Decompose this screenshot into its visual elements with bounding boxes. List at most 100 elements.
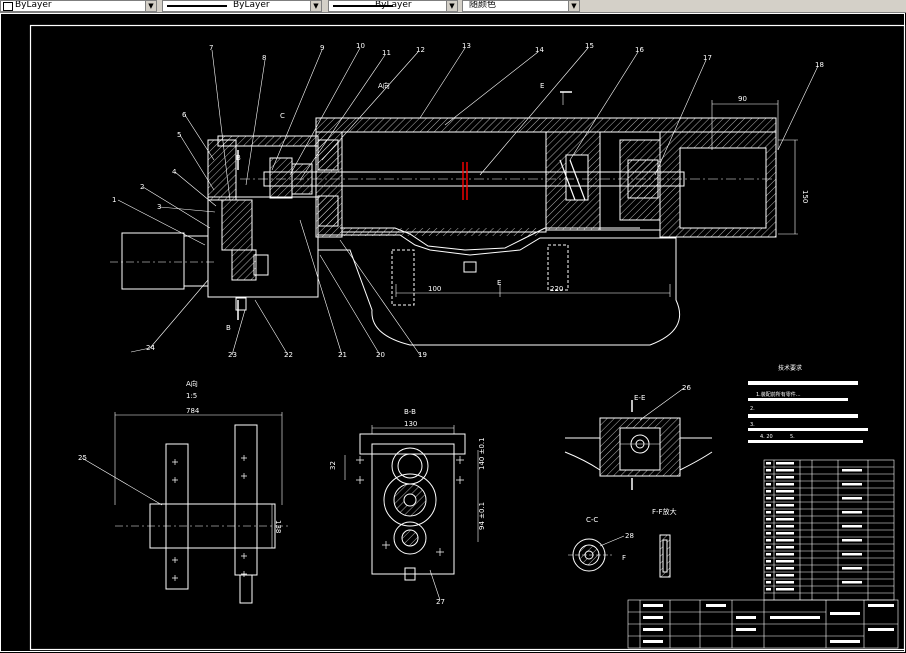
parts-list-cell (776, 462, 794, 465)
parts-list-cell (766, 574, 771, 577)
parts-list-cell (776, 581, 794, 584)
balloon-28: 28 (625, 532, 634, 540)
balloon-25-a: 25 (78, 454, 87, 462)
view-bb (344, 425, 479, 601)
tech-line-1: 1.装配前所有零件... (756, 391, 801, 398)
view-bb-labels: B-B 130 32 140 ±0.1 94 ±0.1 27 (329, 408, 486, 606)
plotstyle-combo-value: 随颜色 (469, 0, 497, 10)
section-b-bottom-label: B (226, 324, 231, 332)
view-a-scale: 1:5 (186, 392, 197, 400)
tech-line-4: 4. 20 (760, 434, 773, 440)
parts-list-cell (776, 532, 794, 535)
parts-list-cell (776, 469, 794, 472)
section-e-top-label: E (540, 82, 544, 90)
parts-list-cell (776, 511, 794, 514)
parts-list-cell (766, 504, 771, 507)
parts-list-cell (842, 567, 862, 570)
parts-list-cell (842, 553, 862, 556)
parts-list-cell (776, 483, 794, 486)
color-combo-value: ByLayer (15, 0, 52, 10)
parts-list-cell (776, 504, 794, 507)
parts-list-cell (766, 476, 771, 479)
outer-frame (0, 13, 905, 652)
chevron-down-icon[interactable]: ▼ (145, 1, 156, 11)
parts-list-cell (766, 518, 771, 521)
balloon-11: 11 (382, 49, 391, 57)
balloon-3: 3 (157, 203, 161, 211)
main-view-labels: 1 2 3 4 5 6 7 8 9 10 11 12 13 14 15 16 1… (112, 42, 824, 359)
tech-line-5: 5. (790, 434, 795, 440)
parts-list-cell (766, 560, 771, 563)
parts-list-cell (766, 497, 771, 500)
parts-list-cell (766, 525, 771, 528)
label-f: F (622, 554, 626, 562)
section-c-label: C (280, 112, 285, 120)
view-cc-title: C-C (586, 516, 598, 524)
parts-list-cell (776, 588, 794, 591)
tech-title: 技术要求 (778, 364, 802, 372)
linetype-combo[interactable]: ByLayer ▼ (162, 0, 322, 12)
chevron-down-icon[interactable]: ▼ (446, 1, 457, 11)
parts-list-cell (776, 574, 794, 577)
dim-784: 784 (186, 407, 200, 415)
balloon-8: 8 (262, 54, 266, 62)
parts-list-cell (766, 581, 771, 584)
parts-list-cell (776, 476, 794, 479)
drawing-canvas[interactable]: 1 2 3 4 5 6 7 8 9 10 11 12 13 14 15 16 1… (0, 13, 906, 653)
dim-138: 138 (274, 520, 282, 533)
parts-list-cell (766, 462, 771, 465)
section-b-top-label: B (236, 154, 241, 162)
balloon-17: 17 (703, 54, 712, 62)
view-a (81, 412, 290, 604)
balloon-18: 18 (815, 61, 824, 69)
dim-94: 94 ±0.1 (478, 502, 486, 530)
parts-list-cell (842, 497, 862, 500)
view-a-labels: A向 1:5 784 138 25 (78, 379, 282, 533)
balloon-14: 14 (535, 46, 544, 54)
parts-list-cell (776, 553, 794, 556)
parts-list-cell (776, 567, 794, 570)
lineweight-preview-icon (333, 5, 393, 7)
parts-list-cell (766, 532, 771, 535)
parts-list-cell (842, 539, 862, 542)
balloon-9: 9 (320, 44, 324, 52)
balloon-21: 21 (338, 351, 347, 359)
chevron-down-icon[interactable]: ▼ (310, 1, 321, 11)
balloon-23: 23 (228, 351, 237, 359)
dim-90: 90 (738, 95, 747, 103)
view-ff-title: F-F放大 (652, 507, 677, 516)
parts-list-cell (766, 588, 771, 591)
parts-list-cell (766, 490, 771, 493)
parts-list-cell (776, 546, 794, 549)
view-ff (659, 534, 671, 578)
color-combo[interactable]: ByLayer ▼ (0, 0, 157, 12)
balloon-27: 27 (436, 598, 445, 606)
parts-list-cell (842, 469, 862, 472)
view-cc (568, 535, 625, 572)
balloon-1: 1 (112, 196, 116, 204)
balloon-2: 2 (140, 183, 144, 191)
chevron-down-icon[interactable]: ▼ (568, 1, 579, 11)
lineweight-combo[interactable]: ByLayer ▼ (328, 0, 458, 12)
main-assembly-view (110, 47, 819, 356)
a-direction-label: A向 (378, 81, 390, 90)
dim-150: 150 (801, 190, 809, 203)
parts-list-cell (776, 490, 794, 493)
motor (121, 232, 185, 290)
parts-list-cell (766, 553, 771, 556)
balloon-6: 6 (182, 111, 187, 119)
plotstyle-combo[interactable]: 随颜色 ▼ (462, 0, 580, 12)
parts-list (763, 459, 895, 601)
parts-list-cell (776, 560, 794, 563)
parts-list-cell (842, 483, 862, 486)
parts-list-cell (776, 518, 794, 521)
properties-toolbar: ByLayer ▼ ByLayer ▼ ByLayer ▼ 随颜色 ▼ (0, 0, 906, 13)
title-block (627, 599, 899, 649)
parts-list-cell (766, 539, 771, 542)
parts-list-cell (766, 469, 771, 472)
tech-line-3: 3. (750, 422, 755, 428)
parts-list-cell (766, 483, 771, 486)
view-ee-labels: E-E 26 (634, 384, 691, 402)
balloon-19: 19 (418, 351, 427, 359)
parts-list-cell (766, 511, 771, 514)
